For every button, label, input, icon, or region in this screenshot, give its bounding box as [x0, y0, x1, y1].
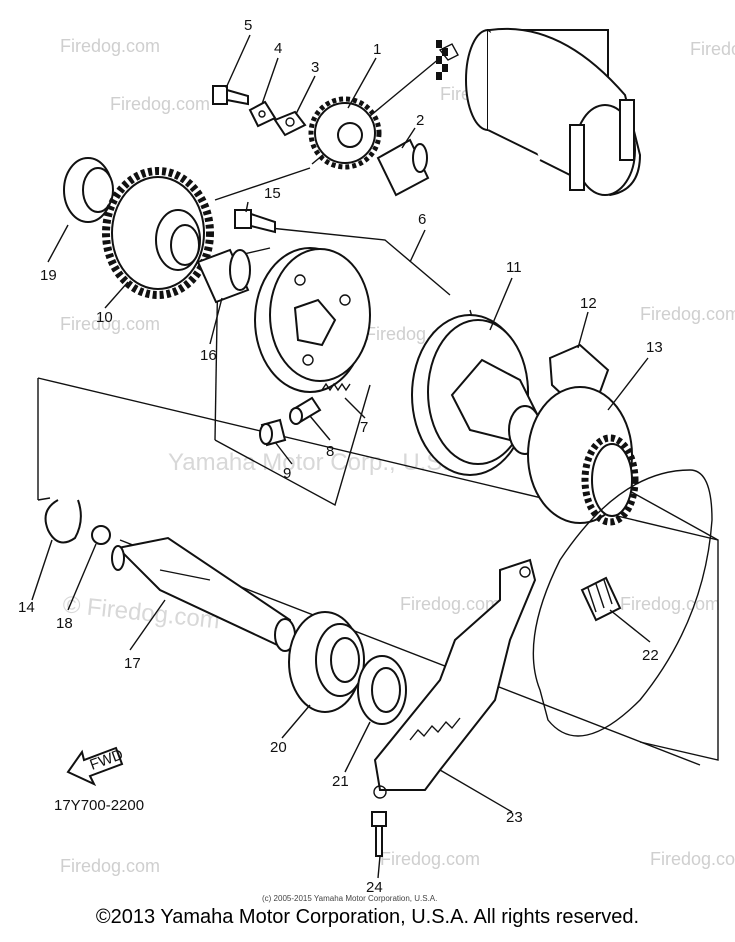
part-label-7: 7: [360, 419, 368, 436]
watermark-firedog: Firedog.com: [60, 36, 160, 56]
watermarks: Firedog.com Firedog.com Firedog.com Fire…: [60, 36, 735, 876]
part-label-13: 13: [646, 339, 663, 356]
part-label-4: 4: [274, 40, 282, 57]
part-label-12: 12: [580, 295, 597, 312]
clutch-housing-11: [411, 314, 542, 476]
oil-seal-21: [357, 655, 407, 725]
part-label-2: 2: [416, 112, 424, 129]
lock-washer-4: [248, 100, 277, 128]
part-label-9: 9: [283, 465, 291, 482]
part-label-3: 3: [311, 59, 319, 76]
leader-lines: [31, 34, 651, 879]
spring-7: [321, 382, 351, 392]
watermark-firedog: Firedog.com: [620, 594, 720, 614]
roller-9: [259, 418, 287, 447]
kick-shaft-17: [111, 536, 296, 652]
gear-13: [527, 386, 639, 526]
watermark-firedog: Firedog.com: [110, 94, 210, 114]
part-label-11: 11: [506, 259, 522, 276]
starter-clutch-6: [254, 247, 371, 393]
bearing-20: [288, 611, 365, 713]
watermark-firedog: Firedog.com: [380, 849, 480, 869]
shaft-2: [376, 138, 430, 197]
part-label-15: 15: [264, 185, 281, 202]
part-label-19: 19: [40, 267, 57, 284]
copyright-footer: ©2013 Yamaha Motor Corporation, U.S.A. A…: [95, 906, 640, 928]
bolt-15: [234, 209, 276, 234]
part-label-21: 21: [332, 773, 349, 790]
part-label-22: 22: [642, 647, 659, 664]
part-label-5: 5: [244, 17, 252, 34]
spring-22: [580, 576, 622, 622]
circlip-14: [44, 499, 82, 544]
ball-18: [91, 525, 111, 545]
part-label-8: 8: [326, 443, 334, 460]
watermark-firedog: Firedog.com: [690, 39, 735, 59]
watermark-firedog: Firedog.com: [60, 856, 160, 876]
plunger-8: [289, 396, 322, 425]
watermark-yamaha: Yamaha Motor Corp., U.S.A.: [168, 449, 472, 476]
part-label-24: 24: [366, 879, 383, 896]
watermark-firedog: Firedog.com: [650, 849, 735, 869]
part-label-1: 1: [373, 41, 381, 58]
idle-gear-1: [308, 96, 382, 170]
bolt-5: [212, 85, 249, 106]
bolt-24: [371, 811, 387, 857]
watermark-firedog: Firedog.com: [60, 314, 160, 334]
small-copyright: (c) 2005-2015 Yamaha Motor Corporation, …: [262, 894, 437, 903]
part-label-14: 14: [18, 599, 35, 616]
part-label-6: 6: [418, 211, 426, 228]
direction-arrow: FWD: [66, 746, 126, 787]
starter-wheel-gear-10: [102, 167, 214, 299]
part-labels: 5 4 3 1 2 6 15 19 10 16 7 8 9 11 12 13 1…: [18, 17, 663, 896]
starter-motor: [436, 27, 642, 197]
part-label-10: 10: [96, 309, 113, 326]
plate-3: [273, 110, 307, 137]
watermark-firedog: Firedog.com: [640, 304, 735, 324]
cover-outline: [532, 469, 713, 737]
watermark-firedog: Firedog.com: [400, 594, 500, 614]
part-label-20: 20: [270, 739, 287, 756]
bushing-16: [196, 248, 251, 304]
part-label-23: 23: [506, 809, 523, 826]
part-label-18: 18: [56, 615, 73, 632]
part-label-16: 16: [200, 347, 217, 364]
bearing-19: [63, 157, 114, 223]
part-label-17: 17: [124, 655, 141, 672]
diagram-code: 17Y700-2200: [54, 797, 144, 814]
